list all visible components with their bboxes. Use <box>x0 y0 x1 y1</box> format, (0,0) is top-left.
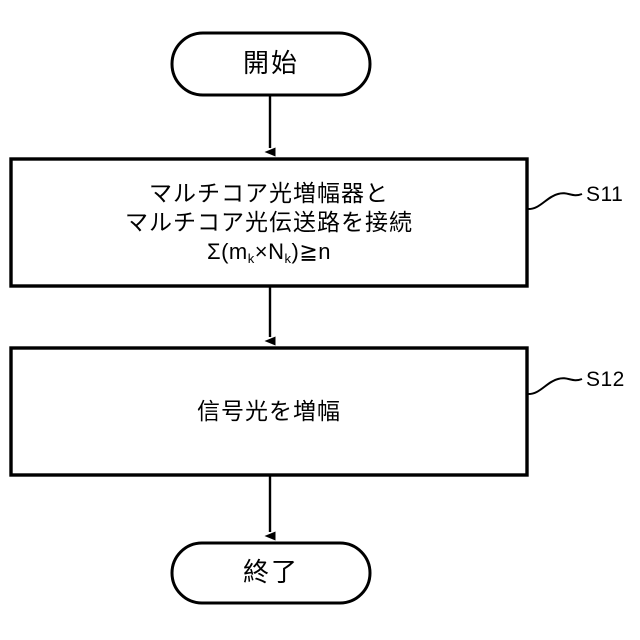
step-label-s11: S11 <box>586 183 624 206</box>
leader-line-s11 <box>526 192 583 211</box>
node-s12-shape <box>9 346 529 477</box>
node-end-shape <box>170 541 372 605</box>
node-s11-shape <box>9 157 529 288</box>
step-label-s12: S12 <box>586 368 625 391</box>
leader-line-s12 <box>526 377 583 396</box>
node-start-shape <box>170 31 372 97</box>
